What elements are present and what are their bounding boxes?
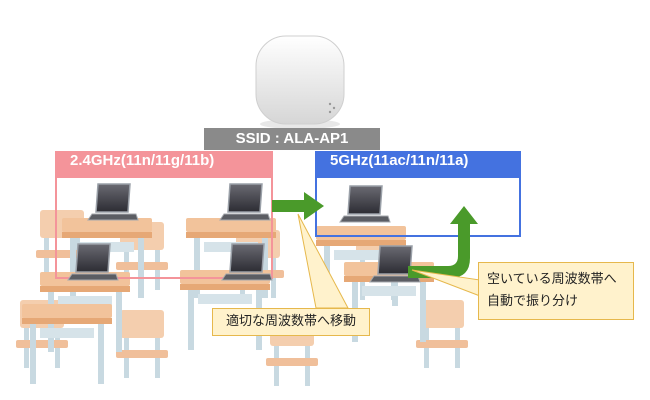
auto-assign-line1: 空いている周波数帯へ bbox=[487, 269, 625, 291]
auto-assign-arrow-icon bbox=[408, 206, 478, 278]
move-callout: 適切な周波数帯へ移動 bbox=[212, 308, 370, 336]
band-5-label: 5GHz(11ac/11n/11a) bbox=[316, 152, 520, 178]
ssid-label: SSID : ALA-AP1 bbox=[204, 128, 380, 150]
laptop-icon bbox=[340, 186, 390, 222]
band-24-label: 2.4GHz(11n/11g/11b) bbox=[56, 152, 272, 178]
auto-assign-line2: 自動で振り分け bbox=[487, 291, 625, 313]
chair-icon bbox=[116, 310, 168, 378]
laptop-icon bbox=[220, 184, 270, 220]
auto-assign-callout: 空いている周波数帯へ 自動で振り分け bbox=[478, 262, 634, 320]
access-point-icon bbox=[256, 36, 344, 129]
laptop-icon bbox=[88, 184, 138, 220]
